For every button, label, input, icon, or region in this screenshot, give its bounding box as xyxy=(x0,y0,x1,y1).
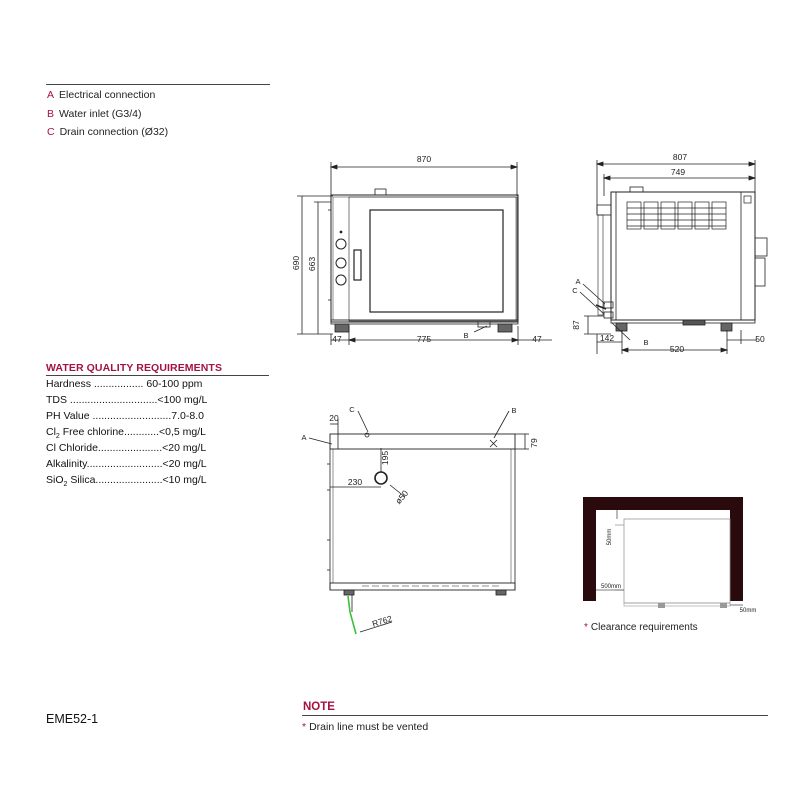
wq-text: Free chlorine............<0,5 mg/L xyxy=(59,426,207,438)
top-callout-a: A xyxy=(301,433,306,442)
top-dim-79: 79 xyxy=(529,438,539,448)
side-callout-b: B xyxy=(643,338,648,347)
side-callout-c: C xyxy=(572,286,578,295)
model-number: EME52-1 xyxy=(46,712,99,726)
wq-row-chlorine: Cl2 Free chlorine............<0,5 mg/L xyxy=(46,426,206,440)
front-left-offset-label: 47 xyxy=(332,334,342,344)
clearance-left-label: 500mm xyxy=(601,584,621,590)
side-view xyxy=(579,160,768,354)
water-quality-title: WATER QUALITY REQUIREMENTS xyxy=(46,362,223,374)
note-text-row: *Drain line must be vented xyxy=(302,721,428,733)
top-dim-d50: ø50 xyxy=(393,488,410,506)
legend-text: Electrical connection xyxy=(59,89,156,101)
wq-text: Hardness ................. 60-100 ppm xyxy=(46,378,203,390)
note-text: Drain line must be vented xyxy=(309,721,429,733)
top-radius-label: R762 xyxy=(371,613,394,629)
side-callout-a: A xyxy=(575,277,580,286)
side-width-total-label: 807 xyxy=(673,152,687,162)
top-view xyxy=(308,410,529,633)
wq-row-ph: PH Value ...........................7.0-… xyxy=(46,410,204,422)
wq-row-chloride: Cl Chloride......................<20 mg/… xyxy=(46,442,206,454)
legend-text: Water inlet (G3/4) xyxy=(59,108,142,120)
asterisk: * xyxy=(584,622,588,633)
front-height-total-label: 690 xyxy=(291,256,301,270)
front-height-body-label: 663 xyxy=(307,257,317,271)
wq-subscript: 2 xyxy=(55,433,60,441)
legend-letter: C xyxy=(47,126,55,138)
legend-rule xyxy=(46,84,270,85)
legend-item-c: C Drain connection (Ø32) xyxy=(47,126,168,138)
wq-row-tds: TDS ..............................<100 m… xyxy=(46,394,207,406)
side-width-body-label: 749 xyxy=(671,167,685,177)
legend-letter: B xyxy=(47,108,55,120)
legend-item-b: B Water inlet (G3/4) xyxy=(47,108,141,120)
front-width-label: 870 xyxy=(417,154,431,164)
top-callout-c: C xyxy=(349,405,355,414)
side-offset-3-label: 50 xyxy=(755,334,765,344)
note-title: NOTE xyxy=(303,701,335,713)
clearance-diagram xyxy=(583,497,743,608)
wq-text: PH Value ...........................7.0-… xyxy=(46,410,204,422)
wq-text: SiO xyxy=(46,474,64,486)
wq-text: Cl Chloride......................<20 mg/… xyxy=(46,442,207,454)
wq-row-hardness: Hardness ................. 60-100 ppm xyxy=(46,378,202,390)
note-rule xyxy=(302,715,768,716)
top-dim-195: 195 xyxy=(380,451,390,465)
front-view xyxy=(297,162,552,345)
water-quality-rule xyxy=(46,375,269,376)
side-offset-1-label: 142 xyxy=(600,333,614,343)
top-dim-230: 230 xyxy=(348,477,362,487)
legend-item-a: A Electrical connection xyxy=(47,89,155,101)
wq-subscript: 2 xyxy=(63,481,68,489)
wq-text: Alkalinity..........................<20 … xyxy=(46,458,207,470)
side-offset-2-label: 520 xyxy=(670,344,684,354)
front-callout-b: B xyxy=(463,331,468,340)
legend-letter: A xyxy=(47,89,55,101)
wq-text: TDS ..............................<100 m… xyxy=(46,394,208,406)
asterisk: * xyxy=(302,721,307,733)
clearance-right-label: 50mm xyxy=(740,608,757,614)
clearance-caption-text: Clearance requirements xyxy=(590,622,698,633)
top-callout-b: B xyxy=(511,406,516,415)
wq-row-silica: SiO2 Silica.......................<10 mg… xyxy=(46,474,207,488)
clearance-caption: *Clearance requirements xyxy=(584,622,698,633)
drain-line xyxy=(347,595,357,635)
front-mid-label: 775 xyxy=(417,334,431,344)
legend-text: Drain connection (Ø32) xyxy=(59,126,169,138)
top-dim-20: 20 xyxy=(329,413,339,423)
wq-row-alkalinity: Alkalinity..........................<20 … xyxy=(46,458,207,470)
front-right-offset-label: 47 xyxy=(532,334,542,344)
side-height-label: 87 xyxy=(571,320,581,330)
clearance-top-label: 50mm xyxy=(607,529,613,546)
wq-text: Silica.......................<10 mg/L xyxy=(67,474,207,486)
wq-text: Cl xyxy=(46,426,56,438)
